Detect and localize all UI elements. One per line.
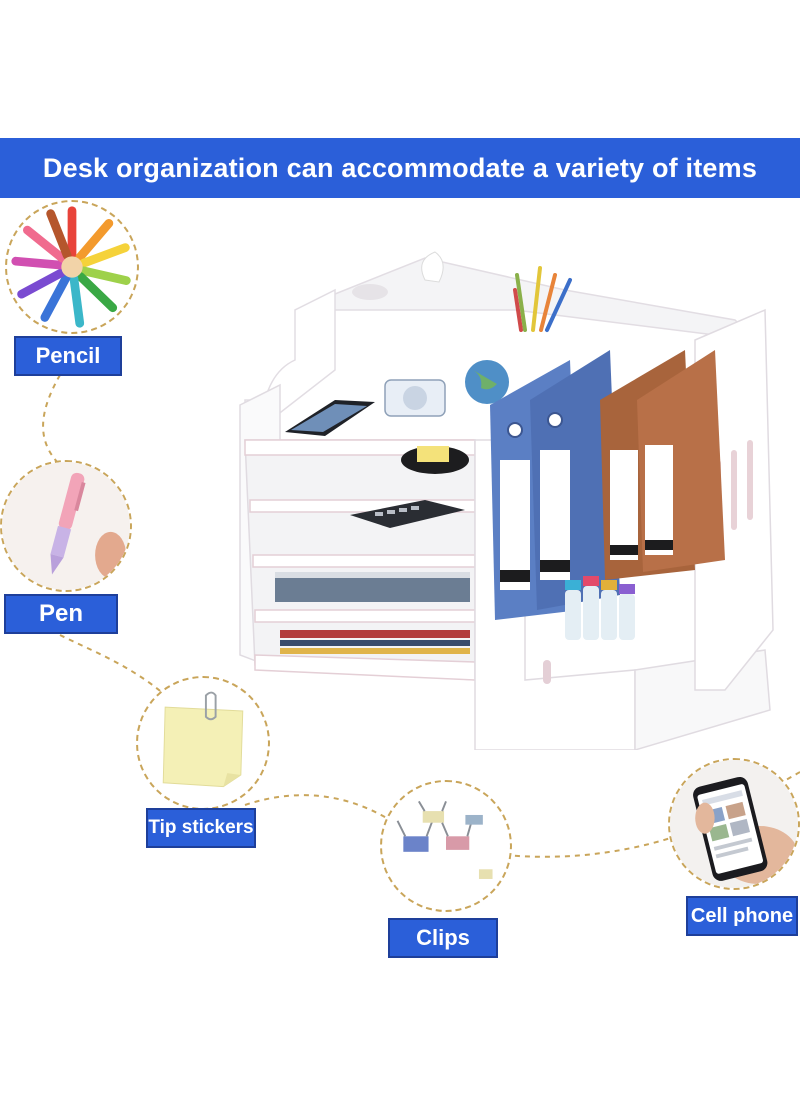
pencil-label: Pencil (14, 336, 122, 376)
pen-icon (0, 460, 132, 592)
binder-clips-icon (380, 780, 512, 912)
sticky-note-icon (136, 676, 270, 810)
desk-organizer-illustration (225, 250, 780, 750)
clips-label: Clips (388, 918, 498, 958)
pen-label: Pen (4, 594, 118, 634)
colored-pencils-icon (5, 200, 139, 334)
banner-title: Desk organization can accommodate a vari… (0, 138, 800, 198)
cell-phone-icon (668, 758, 800, 890)
cell-phone-label: Cell phone (686, 896, 798, 936)
tip-stickers-label: Tip stickers (146, 808, 256, 848)
